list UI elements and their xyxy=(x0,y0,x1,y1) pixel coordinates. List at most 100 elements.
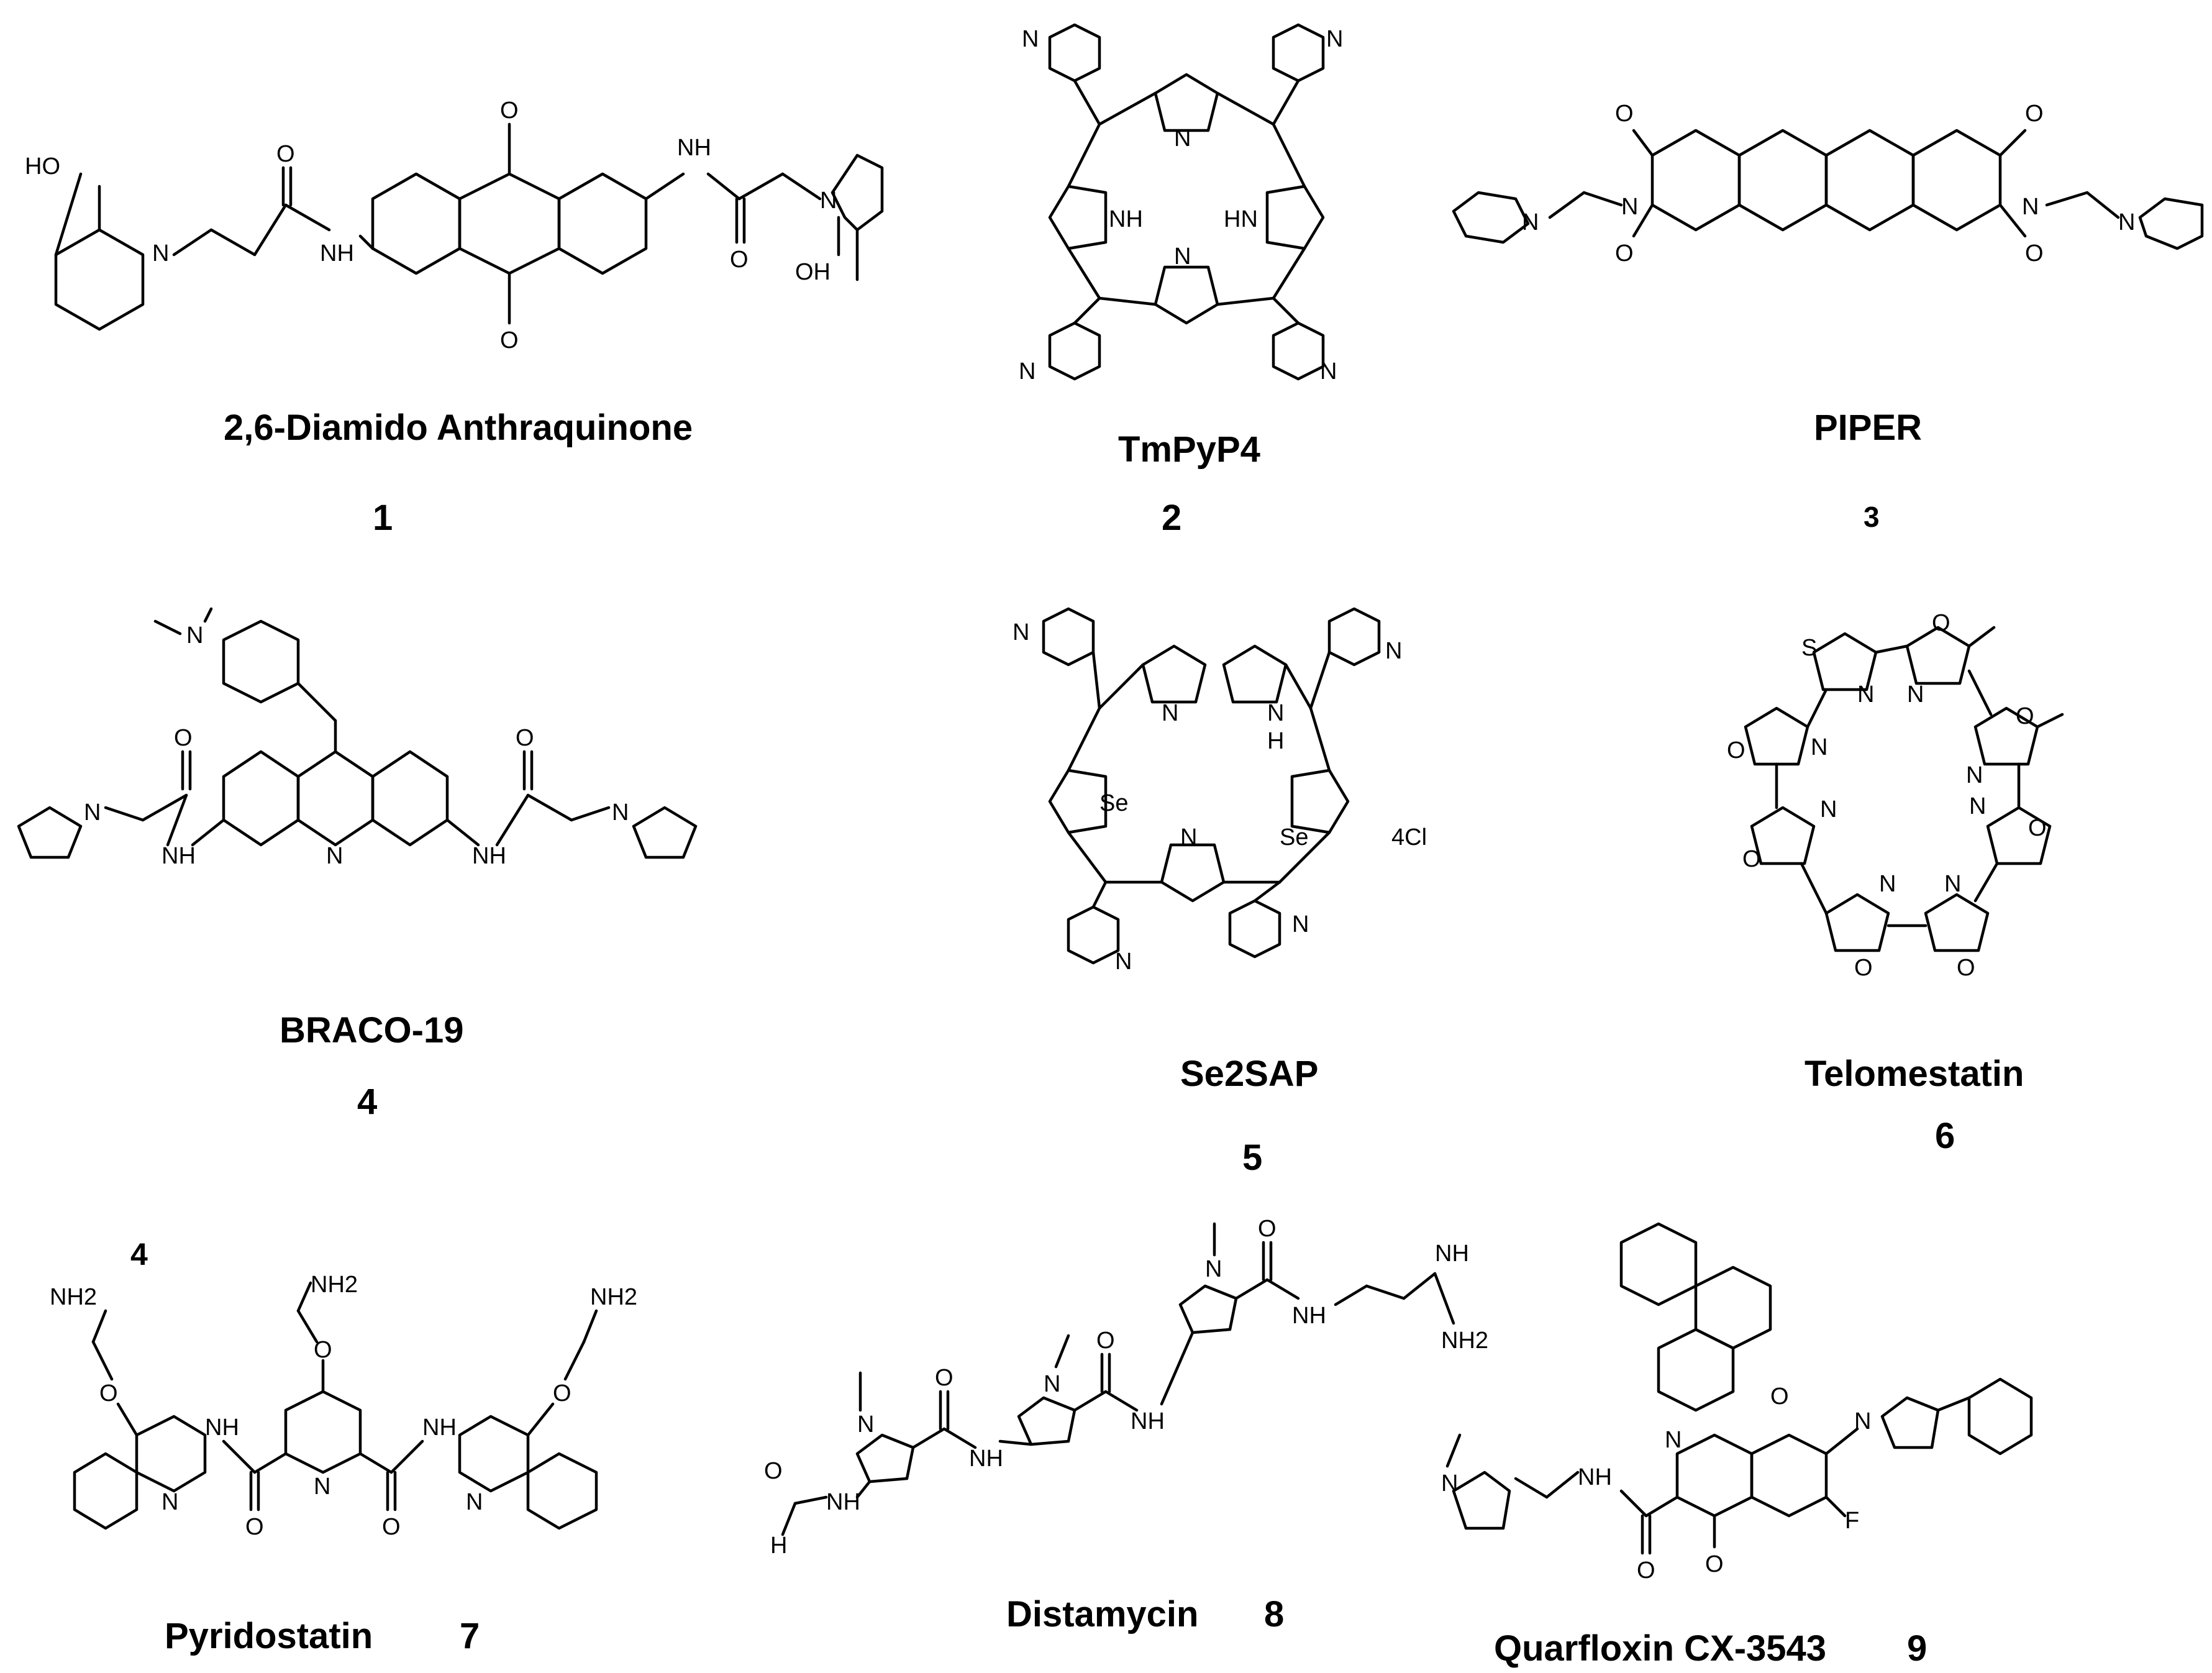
pyridinium-5-br xyxy=(1228,899,1281,959)
svg-text:NH: NH xyxy=(205,1415,239,1441)
svg-text:O: O xyxy=(1932,610,1950,636)
aq-right-ring xyxy=(557,172,648,275)
svg-text:N: N xyxy=(1944,871,1961,897)
compound-1-structure: HO N O NH O O NH O N OH xyxy=(25,75,884,398)
pyrrole-top xyxy=(1154,73,1219,132)
compound-1-name: 2,6-Diamido Anthraquinone xyxy=(224,408,693,448)
piperidine-ring-right xyxy=(831,153,884,232)
svg-text:NH2: NH2 xyxy=(1441,1328,1488,1354)
svg-text:O: O xyxy=(2016,703,2034,729)
svg-text:O: O xyxy=(1770,1384,1789,1410)
svg-text:N: N xyxy=(84,800,101,826)
ring-pyrrole-c xyxy=(1160,843,1226,903)
pyrrole-8-1 xyxy=(855,1433,915,1484)
pyrrolidine-right xyxy=(632,806,698,859)
oxazole-6-5 xyxy=(1824,893,1890,952)
n-methylpyrrolidine xyxy=(1452,1470,1511,1530)
compound-6-structure: S N O N O N O N O N O N O N O N xyxy=(1702,603,2149,1000)
acridine-left xyxy=(222,750,300,847)
svg-text:O: O xyxy=(1742,846,1761,872)
svg-text:N: N xyxy=(1621,194,1638,220)
svg-text:N: N xyxy=(1013,619,1029,645)
svg-text:NH: NH xyxy=(1435,1241,1469,1267)
oxazole-6-7 xyxy=(1744,706,1809,766)
svg-text:N: N xyxy=(1966,762,1983,788)
quinolone-ring-a xyxy=(1675,1433,1754,1518)
svg-text:O: O xyxy=(382,1514,401,1540)
pyrrole-8-2 xyxy=(1017,1396,1076,1446)
svg-text:OH: OH xyxy=(795,259,831,285)
svg-text:N: N xyxy=(1811,734,1827,760)
pyrrolidine-9 xyxy=(1880,1396,1940,1449)
compound-8-number: 8 xyxy=(1264,1594,1285,1634)
svg-text:NH: NH xyxy=(1578,1464,1612,1490)
svg-text:N: N xyxy=(326,843,343,869)
svg-text:N: N xyxy=(1441,1470,1458,1497)
svg-text:O: O xyxy=(174,725,193,751)
svg-text:O: O xyxy=(553,1380,571,1406)
piperidinium-right xyxy=(2138,197,2204,250)
aq-mid-ring xyxy=(458,172,561,275)
compound-7-structure: NH2 O N O NH O NH N O NH2 N O NH xyxy=(37,1249,658,1597)
svg-text:O: O xyxy=(99,1380,118,1406)
compound-2-number: 2 xyxy=(1162,498,1182,538)
svg-text:HN: HN xyxy=(1224,206,1258,232)
oxazole-6-3 xyxy=(1986,806,2052,865)
compound-7-name: Pyridostatin xyxy=(165,1616,373,1656)
naphtho-ring-a xyxy=(1619,1222,1698,1306)
svg-text:N: N xyxy=(1879,871,1896,897)
compound-5-number: 5 xyxy=(1242,1137,1263,1178)
pyrrole-bottom xyxy=(1154,265,1219,325)
svg-text:Se: Se xyxy=(1280,824,1308,850)
quinoline-right-a xyxy=(458,1415,530,1493)
compound-6-name: Telomestatin xyxy=(1805,1054,2024,1094)
naphtho-ring-c xyxy=(1657,1328,1735,1412)
svg-text:O: O xyxy=(1096,1328,1115,1354)
pyrrole-8-3 xyxy=(1178,1284,1238,1334)
svg-text:O: O xyxy=(1705,1551,1724,1577)
compound-8-name: Distamycin xyxy=(1006,1594,1199,1634)
pdi-ring-2 xyxy=(1737,129,1828,232)
oxazole-6-6 xyxy=(1750,806,1816,865)
ring-pyrrole-a xyxy=(1141,644,1207,704)
svg-text:NH: NH xyxy=(422,1415,457,1441)
pyridinium-5-tl xyxy=(1042,607,1095,667)
svg-text:N: N xyxy=(1857,682,1874,708)
svg-text:O: O xyxy=(1637,1557,1655,1584)
svg-text:N: N xyxy=(2118,209,2135,235)
svg-text:Se: Se xyxy=(1099,790,1128,816)
quinoline-left-a xyxy=(135,1415,207,1493)
svg-text:O: O xyxy=(730,247,749,273)
svg-text:4Cl: 4Cl xyxy=(1391,824,1427,850)
quinolone-ring-b xyxy=(1750,1433,1828,1518)
phenyl-ring-9 xyxy=(1967,1377,2033,1456)
pyridinium-5-bl xyxy=(1067,905,1120,965)
svg-text:O: O xyxy=(764,1458,783,1484)
compound-7-number: 7 xyxy=(460,1616,480,1656)
svg-text:O: O xyxy=(935,1365,954,1391)
stray-number-label: 4 xyxy=(130,1237,148,1272)
compound-9-name: Quarfloxin CX-3543 xyxy=(1494,1628,1827,1669)
pyridinium-tr xyxy=(1272,23,1325,83)
svg-text:H: H xyxy=(1267,728,1284,754)
compound-8-structure: H O NH N O NH N O NH N O NH xyxy=(745,1205,1509,1590)
svg-text:N: N xyxy=(1174,125,1191,152)
acridine-mid xyxy=(296,750,375,847)
svg-text:O: O xyxy=(1258,1216,1277,1242)
quinoline-left-b xyxy=(73,1452,139,1530)
quinoline-right-b xyxy=(526,1452,598,1530)
svg-text:N: N xyxy=(1854,1408,1871,1434)
oxazole-6-1 xyxy=(1905,626,1971,685)
pdi-ring-4 xyxy=(1911,129,2002,232)
svg-text:NH: NH xyxy=(1109,206,1143,232)
oxazole-6-4 xyxy=(1924,893,1990,952)
svg-text:H: H xyxy=(770,1533,787,1559)
svg-text:N: N xyxy=(314,1474,330,1500)
svg-text:N: N xyxy=(1969,793,1986,819)
svg-text:O: O xyxy=(2028,815,2047,841)
svg-text:O: O xyxy=(1854,955,1873,981)
svg-text:N: N xyxy=(612,800,629,826)
svg-text:O: O xyxy=(314,1337,332,1363)
svg-text:N: N xyxy=(1174,244,1191,270)
svg-text:NH2: NH2 xyxy=(590,1284,637,1310)
